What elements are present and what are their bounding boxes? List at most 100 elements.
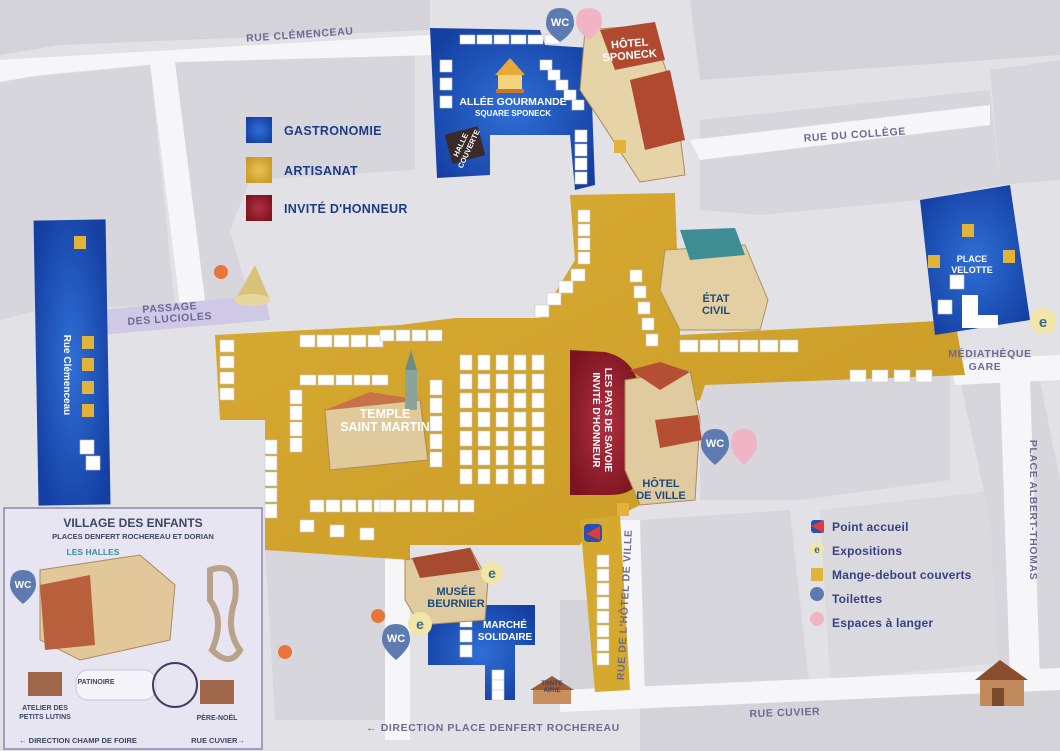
no-entry-icon (278, 645, 292, 659)
stall (637, 301, 651, 315)
stall (371, 374, 389, 386)
stall (577, 237, 591, 251)
stall (439, 95, 453, 109)
stall (477, 449, 491, 466)
stall (513, 449, 527, 466)
etat-label-2: CIVIL (702, 305, 730, 317)
wc-marker-musee[interactable]: WC (382, 624, 410, 660)
stall (477, 392, 491, 409)
stall (429, 397, 443, 414)
stall (495, 354, 509, 371)
wc-marker-inset[interactable]: WC (10, 570, 36, 604)
legend-artisanat-swatch (246, 157, 272, 183)
stall (539, 59, 553, 71)
stall (558, 280, 574, 294)
stall (316, 334, 333, 348)
stall (510, 34, 527, 45)
stall (596, 624, 610, 638)
stall (513, 373, 527, 390)
mange-debout-icons (74, 140, 1015, 516)
pere-noel-hut (200, 680, 234, 704)
stall (574, 157, 588, 171)
barn-icon (975, 660, 1028, 706)
train-track (207, 565, 244, 662)
legend-invite-label: INVITÉ D'HONNEUR (284, 201, 408, 216)
stall (353, 374, 371, 386)
place-velotte-zone (920, 185, 1030, 335)
stall (491, 669, 505, 681)
inset-title: VILLAGE DES ENFANTS (63, 516, 202, 530)
legend-invite-swatch (246, 195, 272, 221)
temple-label-2: SAINT MARTIN (340, 420, 430, 434)
point-accueil-marker[interactable] (584, 524, 602, 542)
no-entry-icon (371, 609, 385, 623)
stall (289, 437, 303, 453)
hotel-sponeck-label-2: SPONECK (602, 48, 657, 65)
stall (547, 69, 561, 81)
hotel-sponeck-label-1: HÔTEL (611, 35, 650, 51)
stall (570, 268, 586, 282)
atelier-hut (28, 672, 62, 696)
tante-label-2: AIRIE (543, 687, 561, 694)
carousel-icon (495, 58, 525, 93)
expo-marker-musee-2[interactable]: e (481, 562, 503, 584)
stall (491, 689, 505, 701)
inset-atelier-1: ATELIER DES (22, 705, 68, 712)
street-passage-2: DES LUCIOLES (127, 310, 212, 328)
stall (531, 411, 545, 428)
stall (495, 449, 509, 466)
stall (477, 468, 491, 485)
stall (739, 339, 759, 353)
hotel-ville-label-2: DE VILLE (636, 490, 686, 502)
wc-marker-hotel-ville[interactable]: WC (701, 429, 729, 465)
street-mediatheque-2: GARE (969, 361, 1002, 373)
inset-subtitle: PLACES DENFERT ROCHEREAU ET DORIAN (52, 532, 214, 541)
stall (429, 379, 443, 396)
langer-marker-hotel-ville[interactable] (731, 429, 757, 465)
halle-couverte (444, 126, 486, 164)
stall (949, 274, 965, 290)
stall (411, 329, 427, 342)
inset-direction-champ: ← DIRECTION CHAMP DE FOIRE (19, 736, 137, 745)
stall (531, 392, 545, 409)
stall (264, 455, 278, 471)
expo-marker-velotte[interactable]: e (1030, 308, 1056, 334)
stall (893, 369, 911, 383)
stall (79, 439, 95, 455)
stall (641, 317, 655, 331)
expo-marker-musee[interactable]: e (408, 612, 432, 636)
stall (264, 439, 278, 455)
stall (531, 354, 545, 371)
stall (289, 405, 303, 421)
stall (596, 568, 610, 582)
stall (459, 629, 473, 643)
stall (85, 455, 101, 471)
svg-text:WC: WC (551, 17, 569, 29)
legend-toilettes: Toilettes (832, 592, 882, 606)
temple-label-1: TEMPLE (360, 407, 411, 421)
svg-text:e: e (416, 616, 424, 632)
stall (459, 392, 473, 409)
langer-marker-top[interactable] (576, 8, 602, 40)
inset-rue-cuvier: RUE CUVIER→ (191, 736, 245, 745)
wc-marker-top[interactable]: WC (546, 8, 574, 42)
stall (379, 499, 395, 513)
legend-point-accueil: Point accueil (832, 520, 909, 534)
stall (495, 411, 509, 428)
stall (325, 499, 341, 513)
marche-solidaire-zone (428, 605, 535, 700)
stall (459, 411, 473, 428)
poi-legend: Point accueil e Expositions Mange-debout… (810, 520, 971, 630)
stall (289, 389, 303, 405)
stall (679, 339, 699, 353)
legend-expositions: Expositions (832, 544, 902, 558)
stall (546, 292, 562, 306)
stall (633, 285, 647, 299)
street-place-albert-thomas: PLACE ALBERT-THOMAS (1027, 440, 1039, 581)
stall (577, 209, 591, 223)
stall (759, 339, 779, 353)
invite-honneur-zone (570, 350, 640, 495)
stall (299, 519, 315, 533)
marche-label-2: SOLIDAIRE (478, 632, 533, 643)
